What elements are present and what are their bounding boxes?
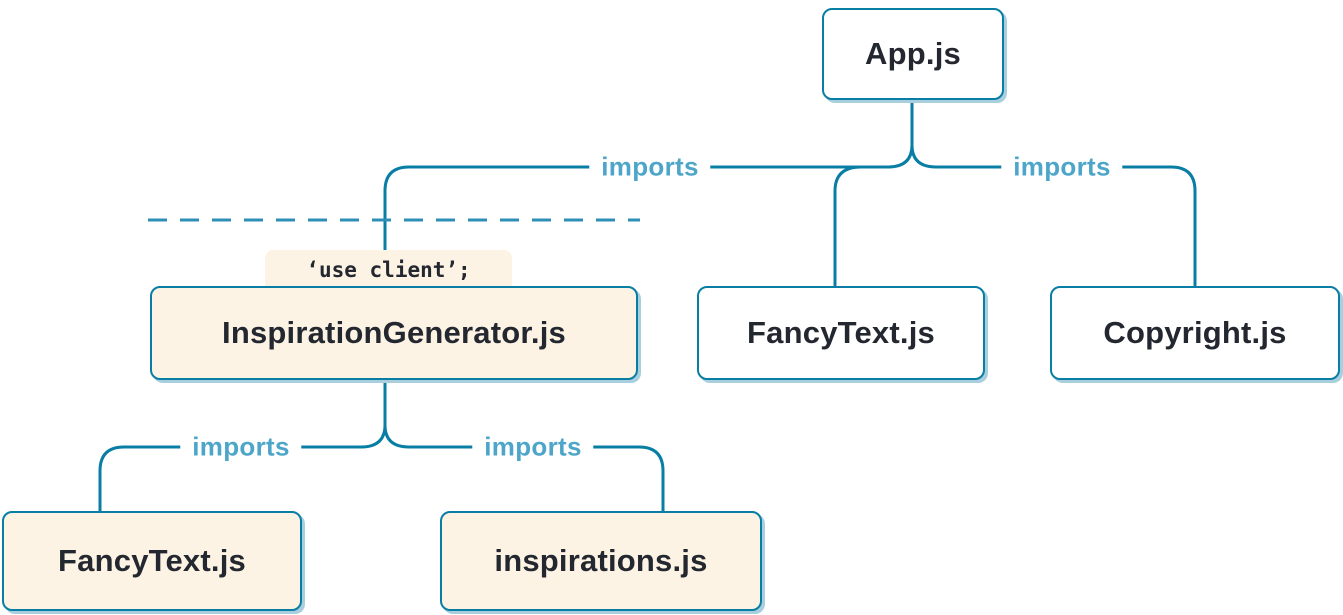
edge-label-imports-top-right: imports	[1001, 151, 1123, 183]
edge-app-to-copyright	[910, 143, 1197, 287]
node-label: Copyright.js	[1103, 315, 1287, 350]
node-inspiration-generator-js: InspirationGenerator.js	[150, 286, 638, 380]
edge-label-imports-bottom-left: imports	[180, 431, 302, 463]
directive-text: ‘use client’;	[306, 258, 471, 282]
node-copyright-js: Copyright.js	[1050, 286, 1340, 380]
node-label: App.js	[865, 36, 961, 71]
edge-app-to-inspiration-generator	[383, 143, 914, 254]
node-label: inspirations.js	[494, 543, 708, 578]
edge-app-to-fancy-text	[833, 165, 863, 287]
edge-inspiration-to-inspirations	[383, 423, 665, 514]
node-app-js: App.js	[822, 8, 1004, 100]
node-fancy-text-js-top: FancyText.js	[697, 286, 985, 380]
node-label: FancyText.js	[58, 543, 246, 578]
use-client-directive-tab: ‘use client’;	[265, 250, 512, 290]
node-label: FancyText.js	[747, 315, 935, 350]
edge-label-imports-top-left: imports	[589, 151, 711, 183]
node-fancy-text-js-bottom: FancyText.js	[2, 511, 302, 611]
node-inspirations-js: inspirations.js	[440, 511, 762, 611]
edge-inspiration-to-fancy-text	[98, 423, 387, 514]
node-label: InspirationGenerator.js	[222, 315, 566, 350]
edge-label-imports-bottom-right: imports	[472, 431, 594, 463]
